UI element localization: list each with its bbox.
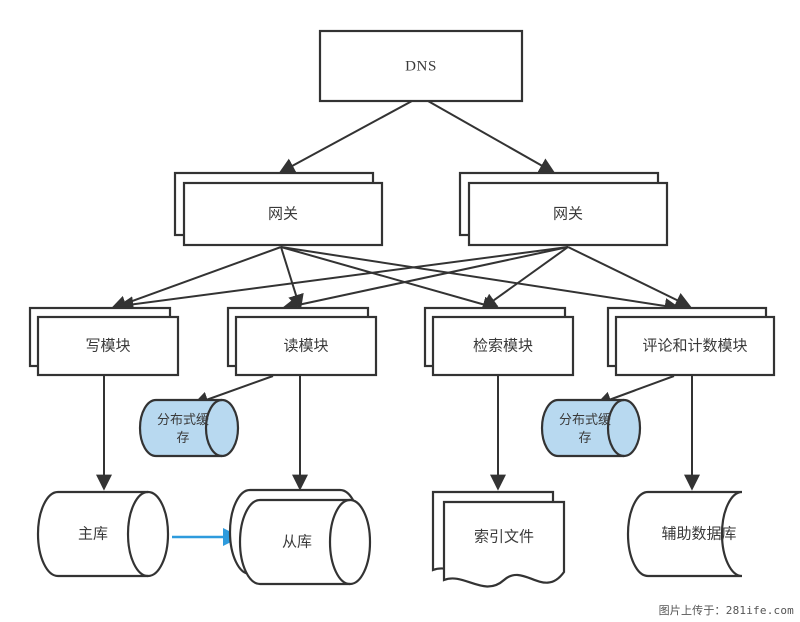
edge-gwright-to-comment xyxy=(567,246,692,308)
node-cache-left[interactable]: 分布式缓 存 xyxy=(138,398,240,458)
node-cache-left-label-line2: 存 xyxy=(176,430,189,445)
edge-dns-to-gateway-left xyxy=(278,100,413,174)
node-slave-db-label: 从库 xyxy=(282,533,312,550)
node-comment-count-module[interactable]: 评论和计数模块 xyxy=(606,306,776,377)
node-cache-right-label-line1: 分布式缓 xyxy=(559,412,611,427)
node-read-module-label: 读模块 xyxy=(283,337,328,354)
edge-gwleft-to-read xyxy=(280,246,304,311)
node-cache-left-label-line1: 分布式缓 xyxy=(157,412,209,427)
edge-gwleft-to-write xyxy=(110,246,282,311)
node-comment-count-module-label: 评论和计数模块 xyxy=(642,337,747,354)
edge-gwleft-to-comment xyxy=(280,246,681,314)
node-cache-right[interactable]: 分布式缓 存 xyxy=(540,398,642,458)
node-gateway-left-label: 网关 xyxy=(268,205,298,222)
node-read-module[interactable]: 读模块 xyxy=(226,306,378,377)
node-write-module-label: 写模块 xyxy=(85,337,130,354)
node-dns[interactable]: DNS xyxy=(318,29,524,103)
node-cache-right-label-line2: 存 xyxy=(578,430,591,445)
edge-gwright-to-write xyxy=(117,246,569,313)
node-auxiliary-db-label: 辅助数据库 xyxy=(661,525,736,542)
node-gateway-left[interactable]: 网关 xyxy=(173,171,384,247)
edge-gwright-to-read xyxy=(281,246,569,314)
node-dns-label: DNS xyxy=(405,58,437,74)
node-index-file-label: 索引文件 xyxy=(474,528,534,545)
edge-layer xyxy=(96,100,700,547)
node-search-module[interactable]: 检索模块 xyxy=(423,306,575,377)
node-search-module-label: 检索模块 xyxy=(473,337,533,354)
node-gateway-right-label: 网关 xyxy=(553,205,583,222)
node-slave-db[interactable]: 从库 xyxy=(228,488,372,586)
edge-gwright-to-search xyxy=(480,246,569,310)
node-master-db[interactable]: 主库 xyxy=(36,490,170,578)
node-index-file[interactable]: 索引文件 xyxy=(431,490,566,588)
node-gateway-right[interactable]: 网关 xyxy=(458,171,669,247)
node-auxiliary-db[interactable]: 辅助数据库 xyxy=(626,490,743,578)
edge-dns-to-gateway-right xyxy=(427,100,556,174)
node-master-db-label: 主库 xyxy=(78,525,108,542)
watermark: 图片上传于：281ife.com xyxy=(658,604,794,617)
node-write-module[interactable]: 写模块 xyxy=(28,306,180,377)
edge-gwleft-to-search xyxy=(280,246,499,313)
